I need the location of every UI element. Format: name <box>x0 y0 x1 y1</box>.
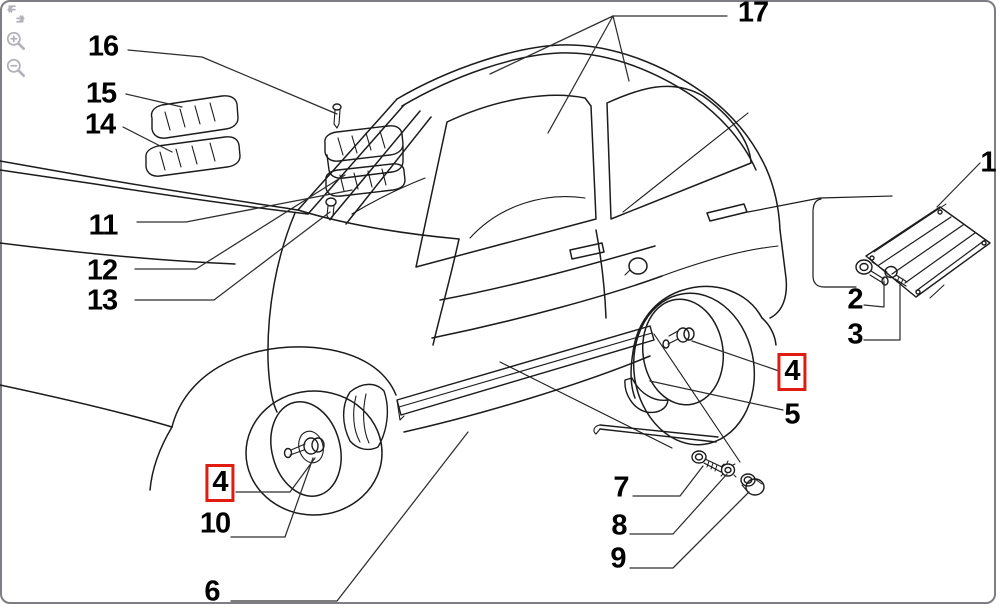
part-callout[interactable]: 15 <box>85 77 117 110</box>
fuel-filler-cap <box>628 257 648 275</box>
zoom-out-icon <box>6 58 26 77</box>
part-number: 10 <box>199 507 231 540</box>
zoom-out-button[interactable] <box>4 56 28 79</box>
part-number: 2 <box>847 283 863 316</box>
part-number: 3 <box>847 318 863 351</box>
part-callout[interactable]: 4 <box>777 353 807 391</box>
part-callout[interactable]: 14 <box>84 108 116 141</box>
part-number: 14 <box>84 108 116 141</box>
part-number: 9 <box>610 542 626 575</box>
trim-strip-end <box>499 333 741 463</box>
part-callout[interactable]: 2 <box>847 283 863 316</box>
part-callout[interactable]: 3 <box>847 318 863 351</box>
part-number: 6 <box>204 575 220 608</box>
part-callout[interactable]: 16 <box>87 30 119 63</box>
grommet-9 <box>740 473 765 496</box>
part-callout[interactable]: 5 <box>784 398 800 431</box>
fit-to-view-icon <box>7 4 25 23</box>
bolt-2 <box>855 259 889 286</box>
mud-flap-front <box>342 383 389 451</box>
engine-grille <box>865 203 991 299</box>
part-number: 1 <box>980 146 996 179</box>
screw-7 <box>691 450 723 473</box>
part-callout[interactable]: 7 <box>613 471 629 504</box>
part-callout[interactable]: 12 <box>86 254 118 287</box>
part-callout[interactable]: 8 <box>611 509 627 542</box>
zoom-in-icon <box>6 31 26 50</box>
part-callout[interactable]: 13 <box>86 284 118 317</box>
fit-to-view-button[interactable] <box>4 2 28 25</box>
mud-flap-rear <box>624 377 669 414</box>
nut-8 <box>720 460 737 478</box>
vent-grille-exploded <box>325 163 406 197</box>
fastener-rear-hub <box>662 327 695 349</box>
part-number: 17 <box>737 0 769 29</box>
part-number: 7 <box>613 471 629 504</box>
part-number: 5 <box>784 398 800 431</box>
part-callout[interactable]: 9 <box>610 542 626 575</box>
front-wheel <box>245 390 383 516</box>
part-number: 12 <box>86 254 118 287</box>
screw-3 <box>884 265 908 287</box>
part-number: 4 <box>212 466 228 498</box>
part-number: 8 <box>611 509 627 542</box>
screw-16 <box>332 103 342 129</box>
sill-molding <box>396 325 655 421</box>
zoom-in-button[interactable] <box>4 29 28 52</box>
part-callout[interactable]: 6 <box>204 575 220 608</box>
part-number: 13 <box>86 284 118 317</box>
door-handle <box>569 242 605 260</box>
part-callout[interactable]: 4 <box>205 464 235 502</box>
part-number: 15 <box>85 77 117 110</box>
part-callout[interactable]: 17 <box>737 0 769 29</box>
exploded-parts <box>145 95 991 496</box>
part-number: 11 <box>88 209 119 242</box>
car-body <box>0 44 788 491</box>
part-number: 16 <box>87 30 119 63</box>
vent-bezel-exploded <box>324 125 404 179</box>
rear-wheel <box>632 292 756 446</box>
clip-13 <box>325 197 337 221</box>
quarter-panel-vent-slot <box>706 203 748 222</box>
fastener-front-hub <box>283 437 325 459</box>
leader-lines <box>122 15 981 602</box>
part-callout[interactable]: 11 <box>88 209 119 242</box>
cowl-vent-left-lower <box>145 136 241 177</box>
group-bracket <box>747 195 893 288</box>
cowl-vent-left-upper <box>150 95 239 139</box>
part-number: 4 <box>784 355 800 387</box>
viewer-toolbar <box>4 2 28 79</box>
part-callout[interactable]: 10 <box>199 507 231 540</box>
part-callout[interactable]: 1 <box>980 146 996 179</box>
